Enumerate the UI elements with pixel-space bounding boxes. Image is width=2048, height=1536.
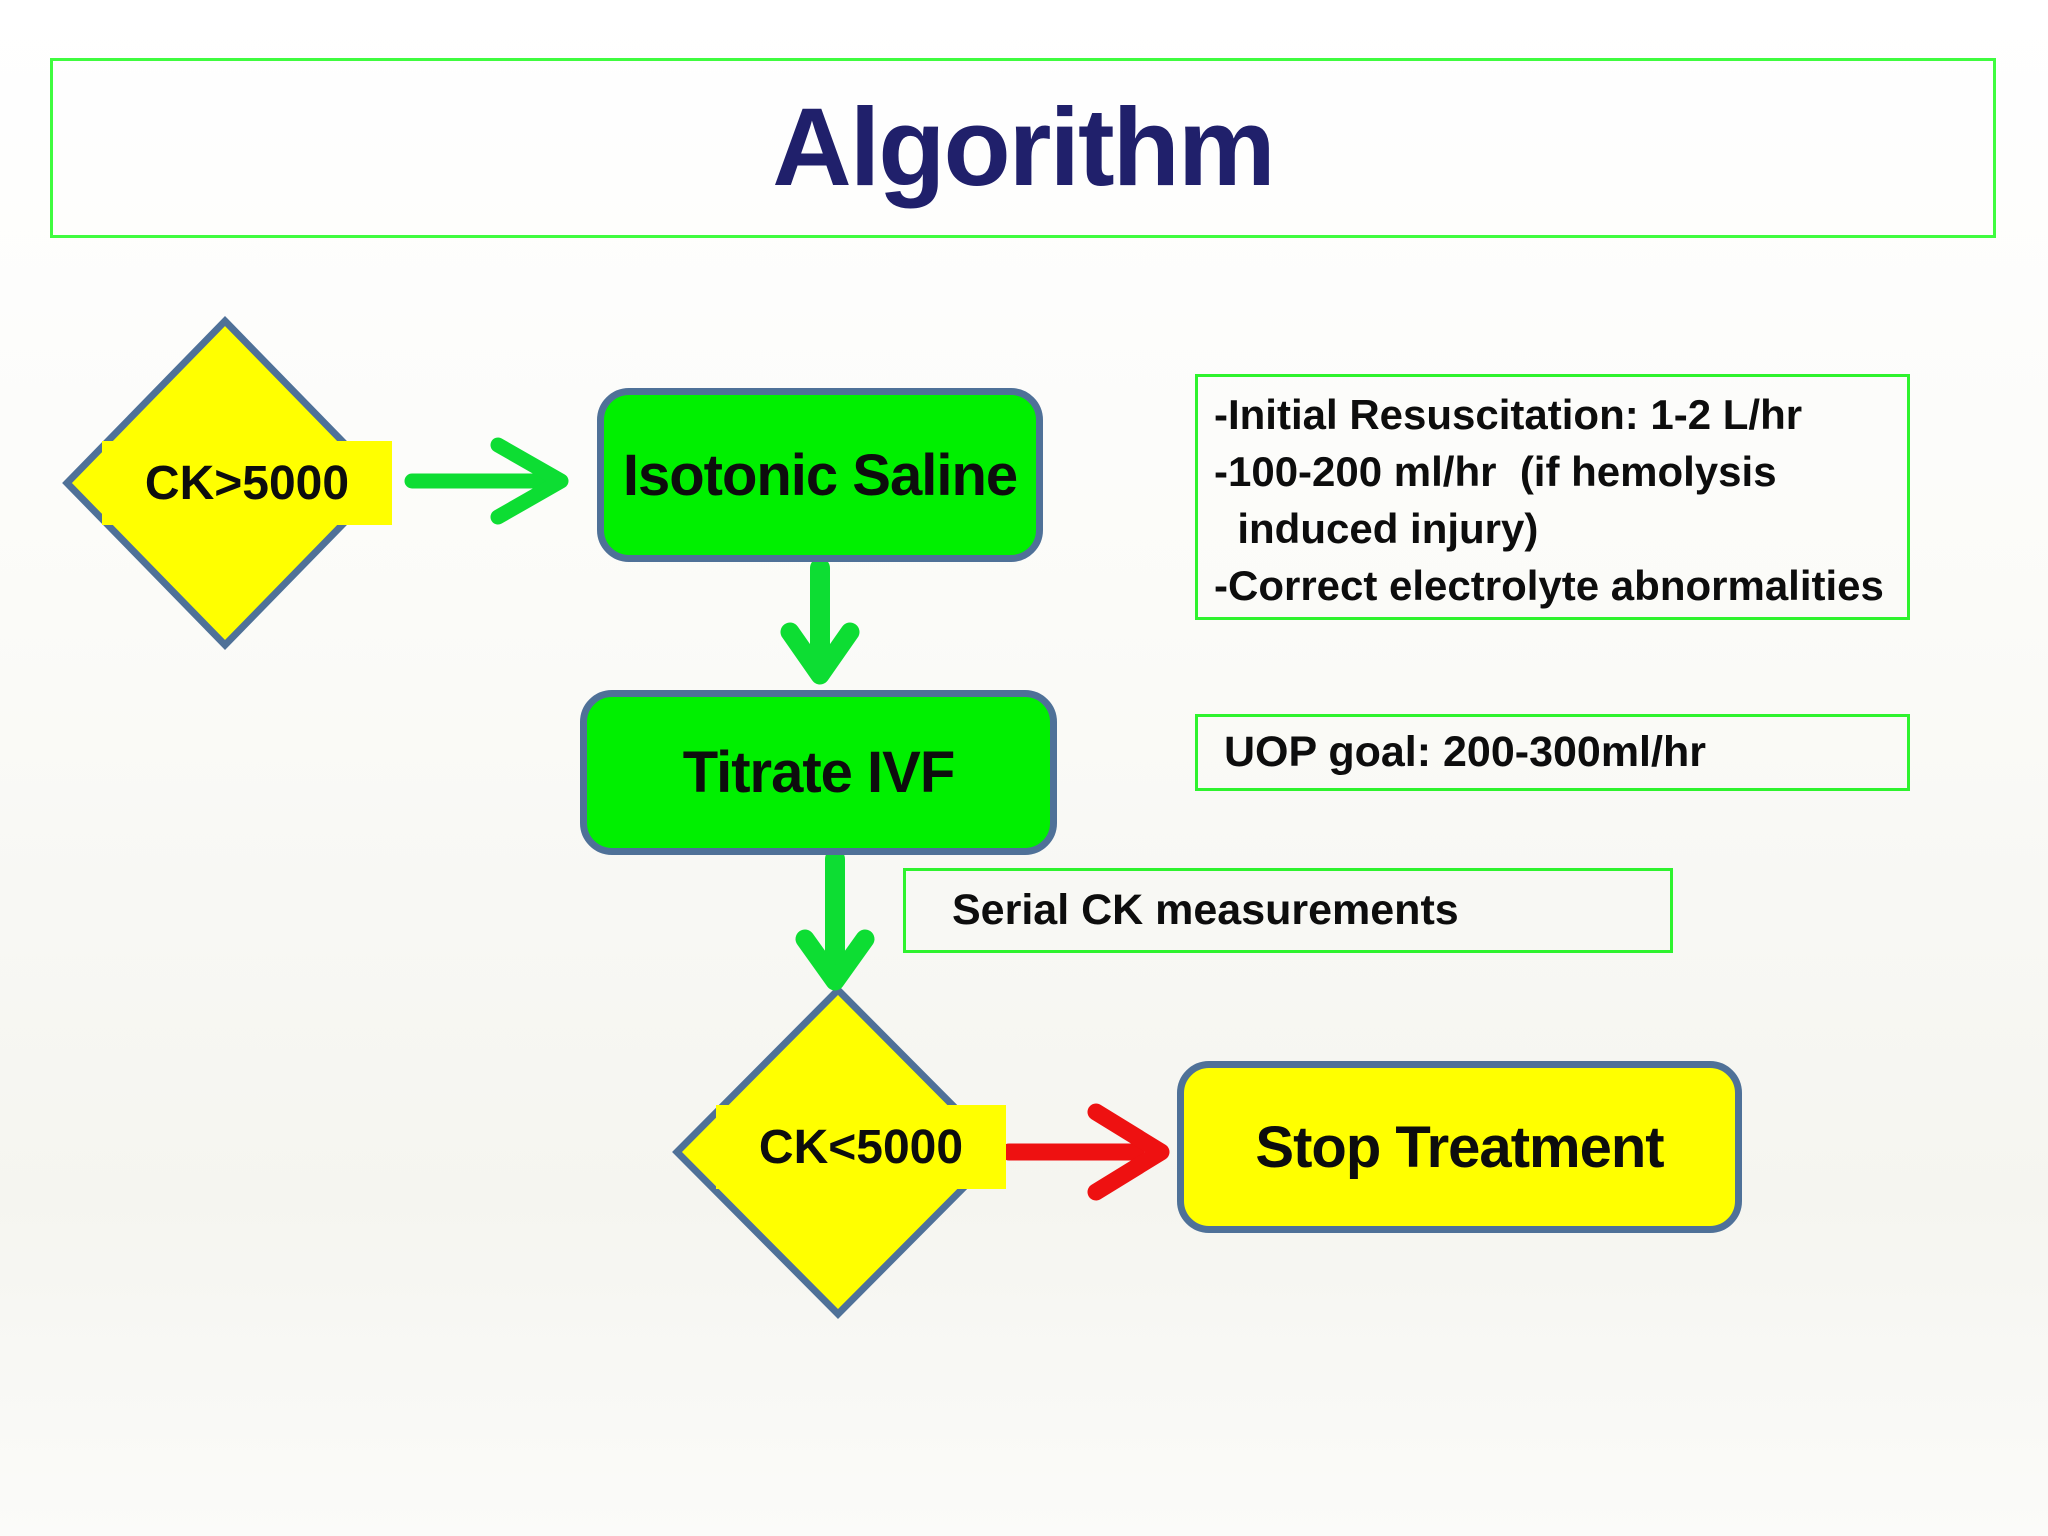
note-line: -Initial Resuscitation: 1-2 L/hr — [1214, 391, 1803, 438]
note-line: induced injury) — [1214, 505, 1539, 552]
note-uop-goal: UOP goal: 200-300ml/hr — [1195, 714, 1910, 791]
process-node-titrate-ivf: Titrate IVF — [580, 690, 1057, 855]
decision-label-ck-high: CK>5000 — [144, 456, 350, 510]
arrow-isotonic-saline-to-titrate-ivf — [780, 558, 860, 685]
arrow-ck-low-to-stop-treatment — [1000, 1103, 1170, 1201]
note-serial-ck: Serial CK measurements — [903, 868, 1673, 953]
process-label-stop-treatment: Stop Treatment — [1255, 1114, 1664, 1180]
arrow-titrate-ivf-to-ck-low — [795, 849, 875, 991]
process-node-stop-treatment: Stop Treatment — [1177, 1061, 1742, 1233]
note-line: -Correct electrolyte abnormalities — [1214, 562, 1884, 609]
process-label-titrate-ivf: Titrate IVF — [682, 740, 956, 805]
decision-node-ck-low: CK<5000 — [716, 1105, 1006, 1189]
note-line: -100-200 ml/hr (if hemolysis — [1214, 448, 1777, 495]
decision-label-ck-low: CK<5000 — [758, 1120, 964, 1174]
process-node-isotonic-saline: Isotonic Saline — [597, 388, 1043, 562]
note-initial-resuscitation: -Initial Resuscitation: 1-2 L/hr -100-20… — [1195, 374, 1910, 620]
process-label-isotonic-saline: Isotonic Saline — [622, 442, 1018, 508]
slide-title: Algorithm — [772, 86, 1275, 209]
note-uop-goal-text: UOP goal: 200-300ml/hr — [1224, 728, 1706, 776]
note-serial-ck-text: Serial CK measurements — [952, 886, 1459, 934]
decision-node-ck-high: CK>5000 — [102, 441, 392, 525]
arrow-ck-high-to-isotonic-saline — [404, 437, 569, 525]
title-box: Algorithm — [50, 58, 1996, 238]
